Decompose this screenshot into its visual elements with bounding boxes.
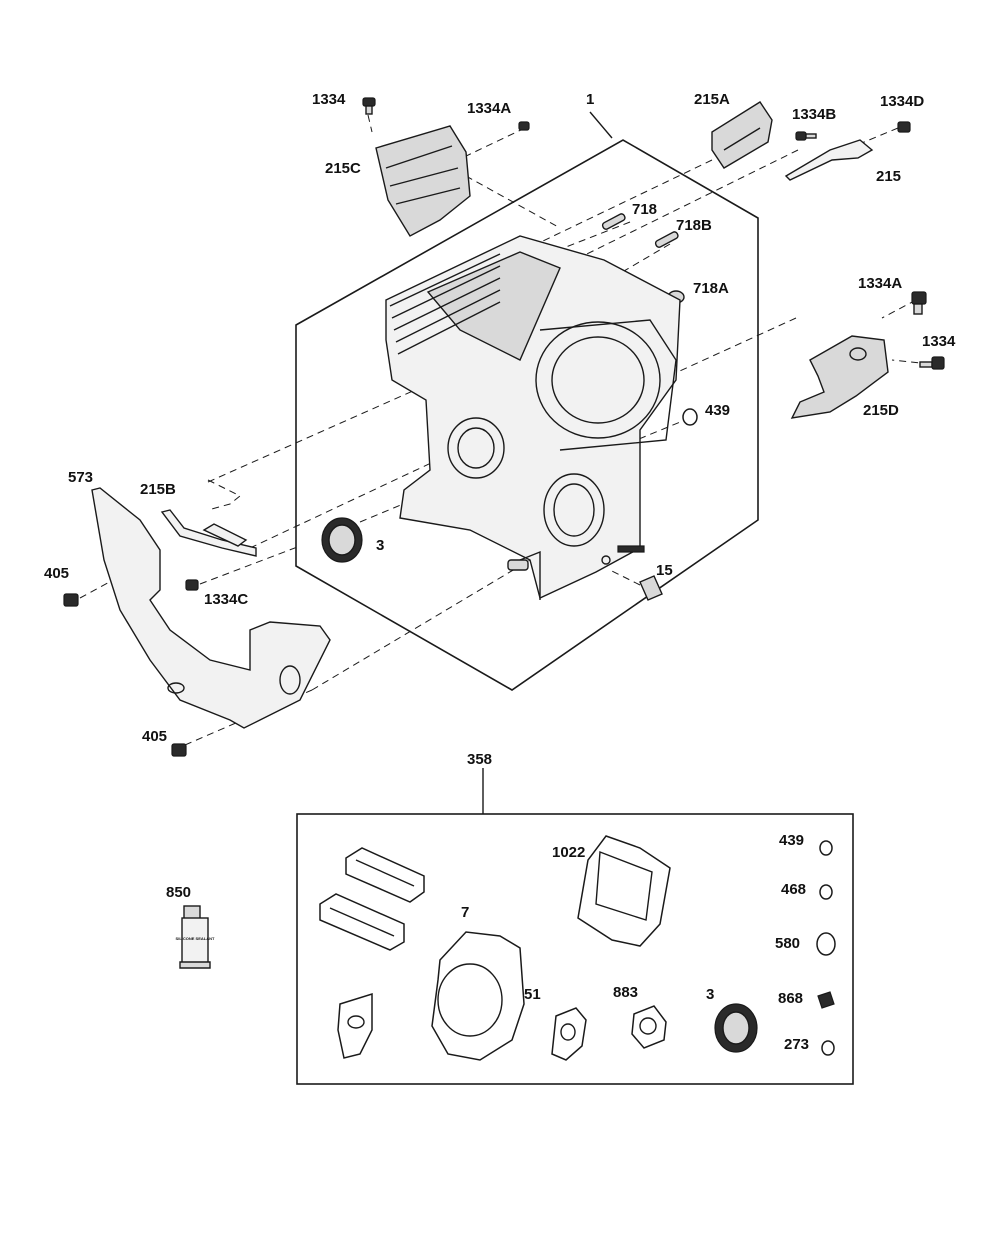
bolt-1334d [897,121,911,133]
label-1334-right: 1334 [922,333,956,350]
label-439-kit: 439 [779,832,804,849]
oring-439 [682,408,698,426]
label-405-bottom: 405 [142,728,167,745]
bracket-215 [784,139,874,181]
label-439: 439 [705,402,730,419]
label-1: 1 [586,91,594,108]
label-718: 718 [632,201,657,218]
sealant-tube-850: SILICONE SEALANT [176,905,215,969]
bolt-1334-top [362,97,376,115]
kit-gaskets [319,835,836,1061]
baffle-plate-573 [91,487,331,729]
label-405-top: 405 [44,565,69,582]
label-7: 7 [461,904,469,921]
bolt-1334a-top [518,121,530,131]
bolt-405-bottom [171,743,187,757]
label-883: 883 [613,984,638,1001]
label-3-kit: 3 [706,986,714,1003]
tube-text: SILICONE SEALANT [176,936,215,941]
oil-seal-3-upper [321,517,363,563]
label-1334b: 1334B [792,106,836,123]
label-1334a-right: 1334A [858,275,902,292]
bolt-1334c [185,579,199,591]
label-358: 358 [467,751,492,768]
label-215a: 215A [694,91,730,108]
label-1334-top: 1334 [312,91,346,108]
label-51: 51 [524,986,541,1003]
bushing-15 [639,575,663,601]
shroud-215d [790,335,889,419]
label-1334d: 1334D [880,93,924,110]
label-718a: 718A [693,280,729,297]
label-15: 15 [656,562,673,579]
label-273: 273 [784,1036,809,1053]
label-580: 580 [775,935,800,952]
label-468: 468 [781,881,806,898]
label-1334c: 1334C [204,591,248,608]
label-850: 850 [166,884,191,901]
label-215d: 215D [863,402,899,419]
label-3-upper: 3 [376,537,384,554]
part-labels: 1334 1334A 1 215A 1334B 1334D 215C 215 7… [44,91,956,1053]
label-215c: 215C [325,160,361,177]
label-718b: 718B [676,217,712,234]
crankcase-block [385,235,681,600]
bracket-215a [711,101,773,169]
shroud-215c [375,125,471,237]
gasket-kit-box [296,813,854,1085]
label-215b: 215B [140,481,176,498]
bolt-1334b [795,131,817,141]
bolt-405-top [63,593,79,607]
label-1334a-top: 1334A [467,100,511,117]
bolt-1334-right [919,356,945,370]
label-215: 215 [876,168,901,185]
label-868: 868 [778,990,803,1007]
bracket-215b [160,509,257,557]
label-573: 573 [68,469,93,486]
main-assembly-box [295,139,759,691]
label-1022: 1022 [552,844,585,861]
leader-1 [589,111,613,139]
bolt-1334a-right [911,291,927,315]
